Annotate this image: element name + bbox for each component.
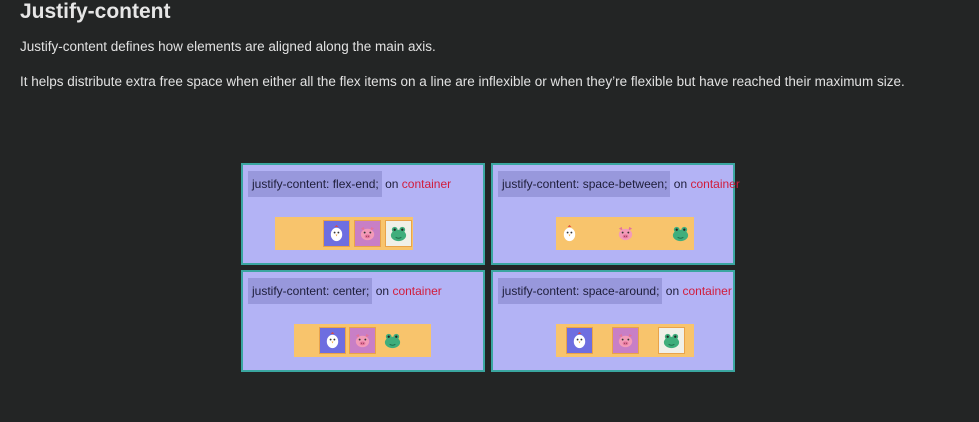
flex-container — [556, 324, 694, 357]
chick-icon — [330, 224, 343, 242]
example-label: justify-content: space-around; on contai… — [498, 278, 732, 304]
flex-item — [379, 327, 406, 354]
example-panel-space-around: justify-content: space-around; on contai… — [491, 270, 735, 372]
on-text: on — [665, 284, 680, 298]
flex-container — [275, 217, 413, 250]
on-text: on — [385, 177, 399, 191]
flex-item — [565, 327, 593, 354]
chick-icon — [326, 331, 339, 349]
code-snippet: justify-content: space-around; — [498, 278, 663, 304]
flex-item — [611, 220, 639, 247]
target-keyword: container — [690, 177, 740, 191]
code-snippet: justify-content: flex-end; — [248, 171, 382, 197]
flex-container — [556, 217, 694, 250]
on-text: on — [375, 284, 390, 298]
flex-item — [657, 327, 685, 354]
example-label: justify-content: space-between; on conta… — [498, 171, 740, 197]
flex-item — [349, 327, 376, 354]
flex-item — [556, 220, 583, 247]
pig-icon — [355, 333, 370, 348]
example-label: justify-content: center; on container — [248, 278, 442, 304]
code-snippet: justify-content: center; — [248, 278, 373, 304]
target-keyword: container — [392, 284, 442, 298]
pig-icon — [618, 333, 632, 348]
chick-icon — [573, 331, 585, 349]
frog-icon — [390, 226, 407, 242]
on-text: on — [673, 177, 688, 191]
pig-icon — [360, 226, 375, 241]
flex-item — [323, 220, 350, 247]
pig-icon — [618, 226, 632, 241]
flex-item — [354, 220, 381, 247]
page-title: Justify-content — [20, 0, 171, 23]
flex-item — [319, 327, 346, 354]
intro-paragraph-2: It helps distribute extra free space whe… — [20, 74, 905, 89]
example-label: justify-content: flex-end; on container — [248, 171, 451, 197]
frog-icon — [384, 333, 401, 349]
example-panel-center: justify-content: center; on container — [241, 270, 485, 372]
intro-paragraph-1: Justify-content defines how elements are… — [20, 39, 436, 54]
flex-item — [667, 220, 694, 247]
frog-icon — [663, 333, 679, 349]
chick-icon — [563, 224, 576, 242]
target-keyword: container — [401, 177, 452, 191]
flex-container — [294, 324, 431, 357]
target-keyword: container — [682, 284, 732, 298]
flex-item — [385, 220, 412, 247]
code-snippet: justify-content: space-between; — [498, 171, 671, 197]
frog-icon — [672, 226, 689, 242]
example-panel-flex-end: justify-content: flex-end; on container — [241, 163, 485, 265]
examples-grid: justify-content: flex-end; on container — [241, 163, 759, 372]
flex-item — [611, 327, 639, 354]
example-panel-space-between: justify-content: space-between; on conta… — [491, 163, 740, 265]
